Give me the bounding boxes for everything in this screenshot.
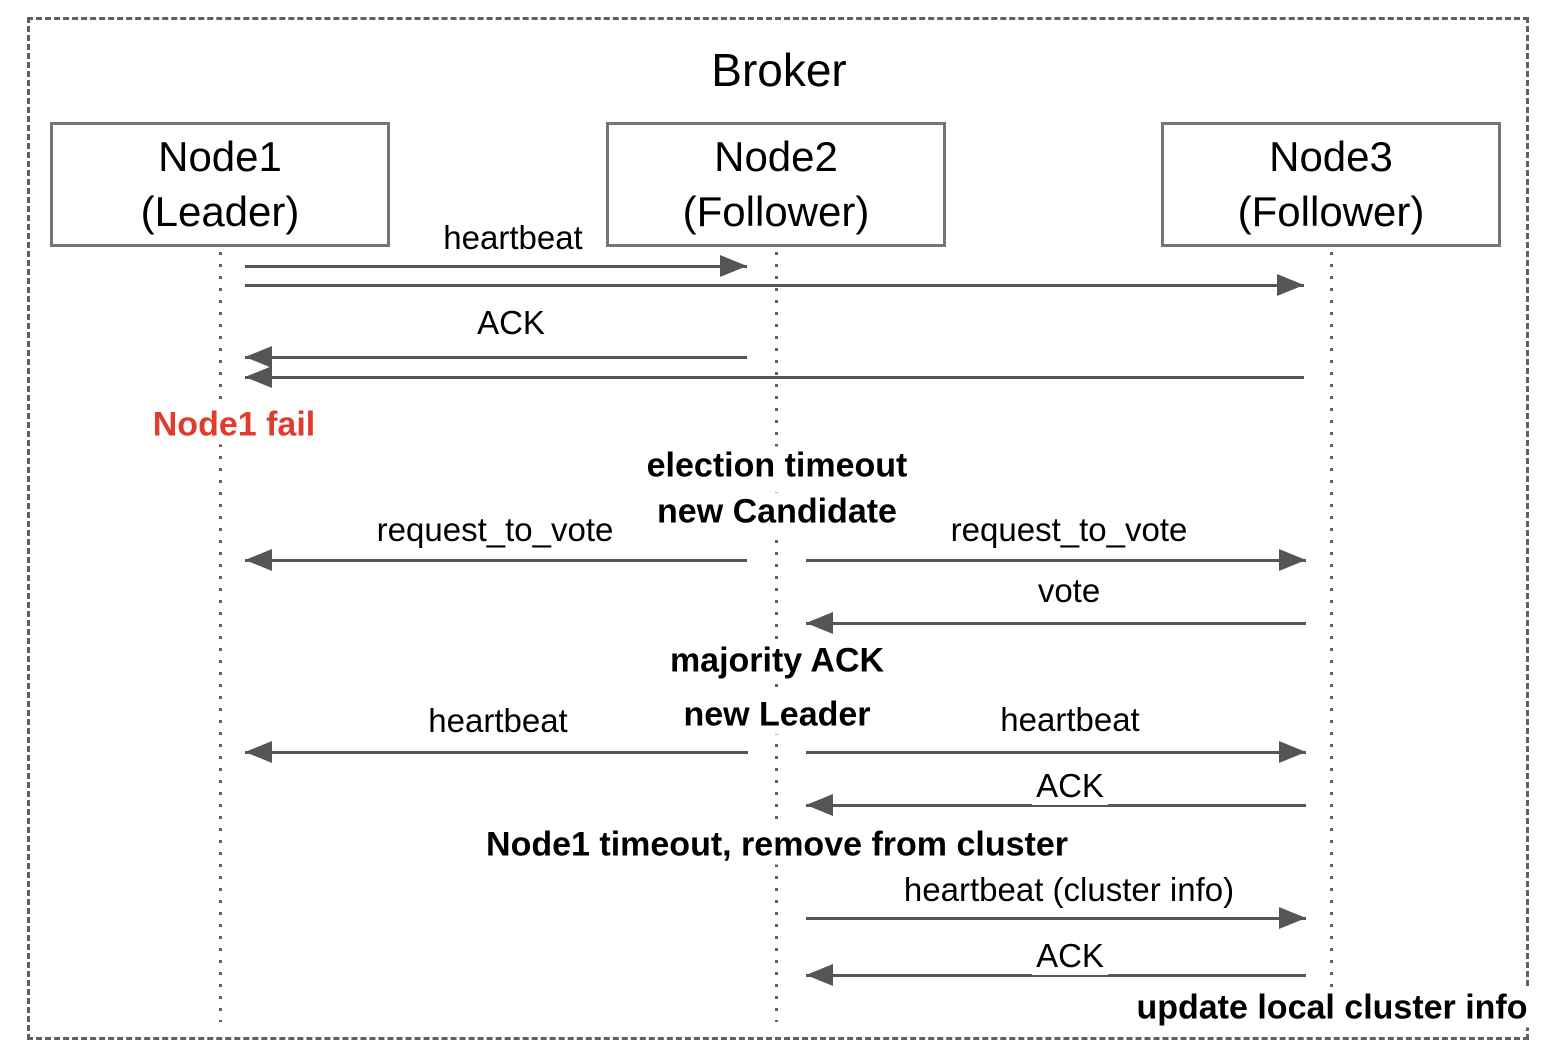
- message-label-vote-n3-n2: vote: [1033, 572, 1105, 610]
- message-line-ack-final-n3-n2: [806, 973, 1306, 977]
- message-arrowhead-ack-n3-n2: [806, 794, 833, 816]
- message-line-ack-n3-n1: [245, 375, 1304, 379]
- message-label-heartbeat-n2-n1: heartbeat: [424, 702, 572, 740]
- message-arrowhead-ack-final-n3-n2: [806, 964, 833, 986]
- message-arrowhead-heartbeat-n1-n3: [1277, 274, 1304, 296]
- actor-name-node1: Node1: [158, 132, 282, 180]
- message-label-request-to-vote-n2-n3: request_to_vote: [946, 511, 1192, 549]
- message-arrowhead-vote-n3-n2: [806, 612, 833, 634]
- message-line-request-to-vote-n2-n1: [245, 558, 747, 562]
- message-label-ack-n2-n1: ACK: [473, 304, 549, 342]
- message-arrowhead-heartbeat-cluster-info: [1279, 907, 1306, 929]
- note-node1-fail: Node1 fail: [149, 405, 319, 445]
- message-line-ack-n2-n1: [245, 355, 747, 359]
- message-line-heartbeat-n1-n2: [245, 264, 747, 268]
- actor-role-node3: (Follower): [1237, 187, 1425, 235]
- message-arrowhead-heartbeat-n2-n3: [1279, 741, 1306, 763]
- note-new-leader: new Leader: [680, 695, 874, 735]
- note-majority-ack: majority ACK: [666, 641, 888, 681]
- message-arrowhead-ack-n2-n1: [245, 346, 272, 368]
- message-label-heartbeat-cluster-info: heartbeat (cluster info): [899, 871, 1239, 909]
- note-node1-timeout-remove: Node1 timeout, remove from cluster: [483, 825, 1071, 865]
- message-arrowhead-request-to-vote-n2-n3: [1279, 549, 1306, 571]
- lifeline-node2: [774, 252, 778, 1022]
- actor-role-node2: (Follower): [682, 187, 870, 235]
- message-label-heartbeat-n2-n3: heartbeat: [996, 701, 1144, 739]
- message-line-ack-n3-n2: [806, 803, 1306, 807]
- message-line-heartbeat-n1-n3: [245, 283, 1304, 287]
- note-election-timeout: election timeout: [643, 446, 911, 486]
- lifeline-node3: [1329, 252, 1333, 990]
- message-arrowhead-heartbeat-n1-n2: [720, 255, 747, 277]
- actor-name-node3: Node3: [1269, 132, 1393, 180]
- note-new-candidate: new Candidate: [654, 492, 900, 532]
- message-arrowhead-request-to-vote-n2-n1: [245, 549, 272, 571]
- message-line-request-to-vote-n2-n3: [806, 558, 1306, 562]
- message-line-heartbeat-cluster-info: [806, 916, 1306, 920]
- message-line-vote-n3-n2: [806, 621, 1306, 625]
- message-label-ack-final-n3-n2: ACK: [1032, 937, 1108, 975]
- message-label-request-to-vote-n2-n1: request_to_vote: [372, 511, 618, 549]
- actor-box-node3: Node3 (Follower): [1161, 122, 1501, 247]
- actor-name-node2: Node2: [714, 132, 838, 180]
- lifeline-node1: [218, 252, 222, 1022]
- note-update-local-cluster: update local cluster info: [1133, 988, 1531, 1028]
- actor-box-node1: Node1 (Leader): [50, 122, 390, 247]
- message-label-heartbeat-n1-n2: heartbeat: [439, 219, 587, 257]
- broker-boundary: [27, 17, 1529, 1040]
- actor-box-node2: Node2 (Follower): [606, 122, 946, 247]
- message-label-ack-n3-n2: ACK: [1032, 767, 1108, 805]
- broker-title: Broker: [711, 44, 847, 96]
- actor-role-node1: (Leader): [140, 187, 300, 235]
- message-arrowhead-ack-n3-n1: [245, 366, 272, 388]
- message-line-heartbeat-n2-n3: [806, 750, 1306, 754]
- message-arrowhead-heartbeat-n2-n1: [245, 741, 272, 763]
- message-line-heartbeat-n2-n1: [245, 750, 748, 754]
